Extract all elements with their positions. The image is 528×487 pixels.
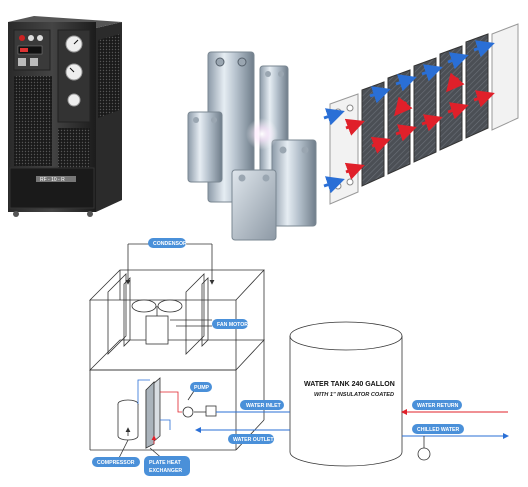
condensor-label-bg <box>148 238 186 248</box>
chilled-water-label-bg <box>412 424 464 434</box>
compressor-label-bg <box>92 457 140 467</box>
tank-title: WATER TANK 240 GALLON <box>304 381 395 388</box>
fan-motor-label-bg <box>212 319 248 329</box>
water-outlet-label: WATER OUTLET <box>233 437 274 443</box>
diagram-labels: CONDENSOR FAN MOTOR PUMP WATER INLET WAT… <box>92 238 464 476</box>
water-return-label-bg <box>412 400 462 410</box>
tank-subtitle: WITH 1" INSULATOR COATED <box>314 392 394 398</box>
fan-motor-label: FAN MOTOR <box>217 322 248 328</box>
water-outlet-label-bg <box>228 434 274 444</box>
schematic-diagram <box>89 243 509 467</box>
pump-label-bg <box>190 382 212 392</box>
pump-label: PUMP <box>194 385 210 391</box>
plate-heat-label-line1: PLATE HEAT <box>149 460 182 466</box>
water-inlet-label-bg <box>240 400 284 410</box>
chilled-water-label: CHILLED WATER <box>417 427 460 433</box>
plate-heat-label-bg <box>144 456 190 476</box>
water-inlet-label: WATER INLET <box>246 403 282 409</box>
chiller-panel-text: RF - 10 - R <box>40 177 65 183</box>
chiller-unit-photo: RF - 10 - R <box>8 16 122 217</box>
compressor-label: COMPRESSOR <box>97 460 135 466</box>
water-return-label: WATER RETURN <box>417 403 459 409</box>
condensor-label: CONDENSOR <box>153 241 187 247</box>
plate-exchangers-photo <box>187 51 317 241</box>
plate-heat-label-line2: EXCHANGER <box>149 468 182 474</box>
exploded-plate-diagram <box>323 23 519 205</box>
